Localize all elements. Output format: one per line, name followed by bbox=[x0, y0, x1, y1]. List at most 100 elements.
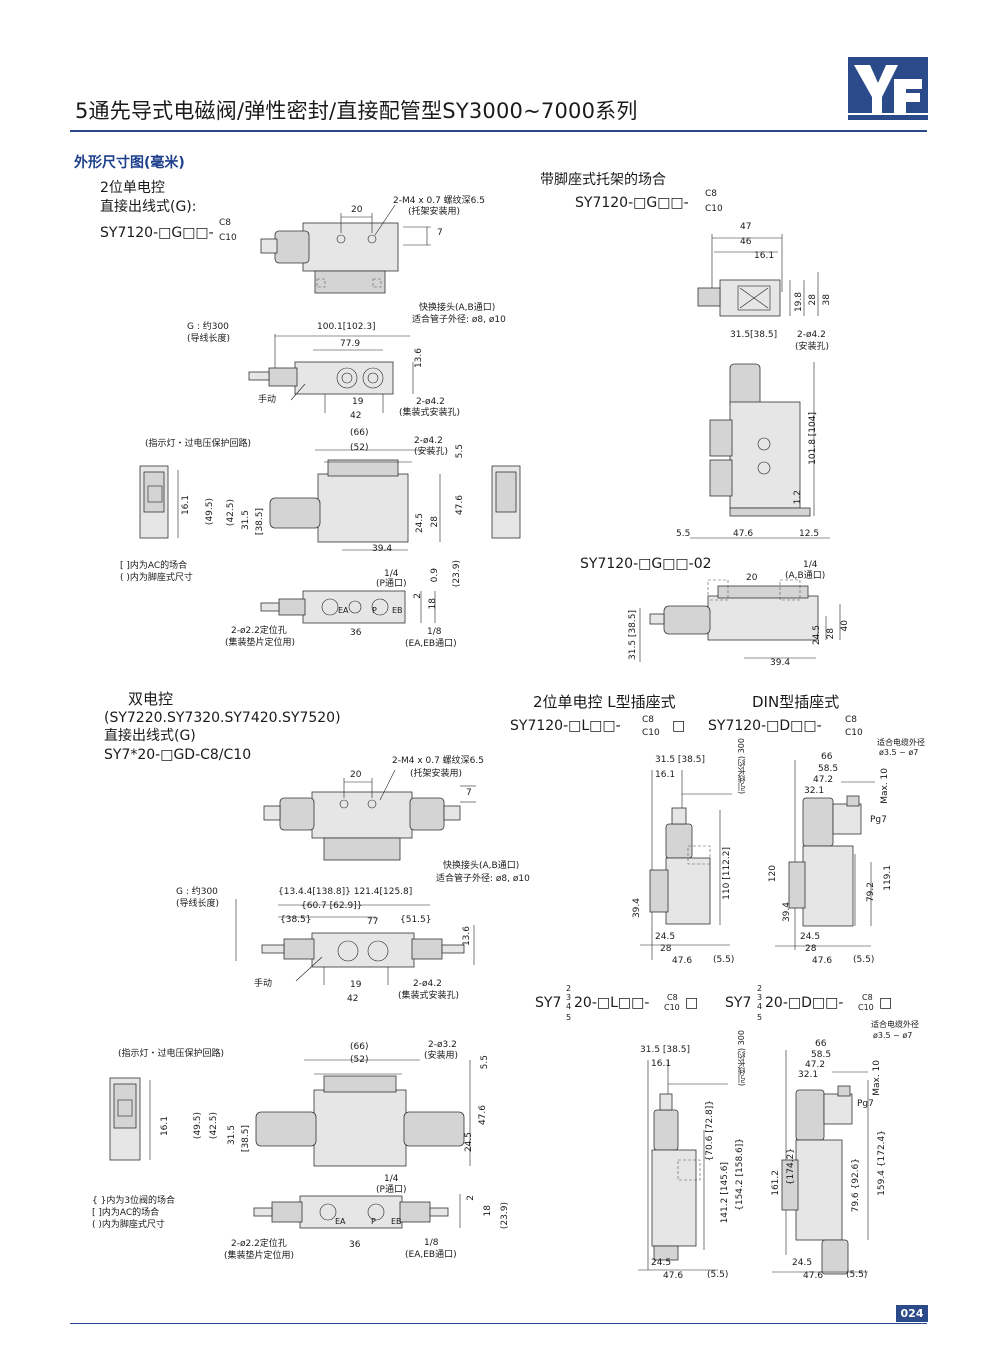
dim-5-5: 5.5 bbox=[676, 529, 691, 539]
drawing-din bbox=[775, 760, 875, 950]
dim-19: 19 bbox=[350, 980, 362, 990]
dim-47-6: 47.6 bbox=[455, 495, 465, 516]
port-eb: EB bbox=[392, 606, 403, 615]
hole-4-2: 2-ø4.2 bbox=[413, 979, 442, 989]
model-multi-din-box: □ bbox=[879, 995, 893, 1011]
dim-19: 19 bbox=[352, 397, 364, 407]
din-dim-47-2: 47.2 bbox=[813, 775, 834, 785]
note-thread-use: (托架安装用) bbox=[410, 769, 463, 779]
ml-dim-141-2: 141.2 [145.6] bbox=[720, 1162, 730, 1224]
model-multi-l-3: 3 bbox=[566, 993, 572, 1002]
model-multi-din: 20-□D□□- bbox=[765, 995, 844, 1011]
model-l-main: SY7120-□L□□- bbox=[510, 718, 621, 734]
pin-hole-note: (集装垫片定位用) bbox=[225, 638, 296, 648]
header-rule bbox=[70, 130, 927, 132]
dim-12-5: 12.5 bbox=[799, 529, 820, 539]
dim-38-5: [38.5] bbox=[255, 508, 265, 536]
dim-31-5: 31.5 bbox=[241, 510, 251, 531]
footer-rule bbox=[70, 1323, 927, 1324]
l-dim-16-1: 16.1 bbox=[655, 770, 676, 780]
port-p: P bbox=[372, 606, 377, 615]
port-ea: EA bbox=[335, 1217, 346, 1226]
ml-dim-24-5: 24.5 bbox=[651, 1258, 672, 1268]
dim-60-7: {60.7 [62.9]} bbox=[301, 901, 363, 911]
model-multi-din-prefix: SY7 bbox=[725, 995, 752, 1011]
dim-47-6: 47.6 bbox=[733, 529, 754, 539]
dim-66: (66) bbox=[350, 1042, 369, 1052]
caption-double: 双电控 bbox=[128, 690, 174, 708]
din-dim-24-5: 24.5 bbox=[800, 932, 821, 942]
dim-0-9: 0.9 bbox=[430, 568, 440, 583]
pin-hole: 2-ø2.2定位孔 bbox=[231, 1239, 287, 1249]
dim-52: (52) bbox=[350, 443, 369, 453]
dim-38-5: {38.5} bbox=[280, 915, 312, 925]
model-multi-l-4: 4 bbox=[566, 1002, 572, 1011]
model-l-sub: C10 bbox=[642, 728, 660, 738]
dim-42-5: (42.5) bbox=[226, 499, 236, 527]
drawing-single-bottom bbox=[260, 590, 436, 624]
lead-length: G : 约300 bbox=[187, 322, 229, 332]
md-dim-47-2: 47.2 bbox=[805, 1060, 826, 1070]
dim-13-6: 13.6 bbox=[462, 926, 472, 947]
fitting-1-4: 1/4 bbox=[803, 560, 818, 570]
port-p: P bbox=[371, 1217, 376, 1226]
port-eb: EB bbox=[391, 1217, 402, 1226]
note-foot: ( )内为脚座式尺寸 bbox=[120, 573, 193, 583]
caption-direct-wire: 直接出线式(G): bbox=[100, 199, 197, 215]
dim-7: 7 bbox=[437, 228, 443, 238]
md-cable: 适合电缆外径 bbox=[871, 1020, 919, 1029]
dim-42-5: (42.5) bbox=[209, 1112, 219, 1140]
model-code-main: SY7120-□G□□- bbox=[100, 225, 214, 241]
ab-port: (A,B通口) bbox=[785, 571, 826, 581]
model-din: SY7120-□D□□- bbox=[708, 718, 822, 734]
model-l-sup: C8 bbox=[642, 715, 655, 725]
pin-hole: 2-ø2.2定位孔 bbox=[231, 626, 287, 636]
din-dim-28: 28 bbox=[805, 944, 817, 954]
din-dim-58-5: 58.5 bbox=[818, 764, 839, 774]
hole-mount: (安装孔) bbox=[795, 342, 830, 352]
dim-20: 20 bbox=[746, 573, 758, 583]
dim-16-1: 16.1 bbox=[754, 251, 775, 261]
dim-38-5: [38.5] bbox=[241, 1125, 251, 1153]
dim-47: 47 bbox=[740, 222, 752, 232]
note-thread: 2-M4 x 0.7 螺纹深6.5 bbox=[392, 756, 484, 766]
model-multi-din-4: 4 bbox=[757, 1002, 763, 1011]
lead-length: G : 约300 bbox=[176, 887, 218, 897]
dim-39-4: 39.4 bbox=[372, 544, 393, 554]
dim-20: 20 bbox=[351, 205, 363, 215]
din-dim-120: 120 bbox=[768, 865, 778, 883]
p-fitting-1-4: 1/4 bbox=[384, 569, 399, 579]
ml-dim-16-1: 16.1 bbox=[651, 1059, 672, 1069]
drawing-multi-l bbox=[638, 1060, 728, 1271]
md-dim-79-6: 79.6 {92.6} bbox=[851, 1158, 861, 1213]
din-cable: 适合电缆外径 bbox=[877, 738, 925, 747]
dim-101-8: 101.8 [104] bbox=[808, 412, 818, 465]
dim-51-5: {51.5} bbox=[400, 915, 432, 925]
drawing-single-top bbox=[260, 204, 431, 294]
p-port: (P通口) bbox=[376, 579, 407, 589]
exhaust-1-8: 1/8 bbox=[427, 627, 442, 637]
dim-100-1: 100.1[102.3] bbox=[317, 322, 376, 332]
note-ac: [ ]内为AC的场合 bbox=[92, 1208, 160, 1218]
model-l: SY7120-□L□□- bbox=[510, 718, 621, 735]
note-fitting-dia: 适合管子外径: ø8, ø10 bbox=[412, 315, 506, 325]
l-dim-31-5: 31.5 [38.5] bbox=[655, 755, 705, 765]
model-foot-sup: C8 bbox=[705, 189, 718, 199]
dim-36: 36 bbox=[350, 628, 362, 638]
pin-hole-note: (集装垫片定位用) bbox=[224, 1251, 295, 1261]
note-fitting-dia: 适合管子外径: ø8, ø10 bbox=[436, 874, 530, 884]
md-dim-159-4: 159.4 {172.4} bbox=[877, 1130, 887, 1196]
l-dim-47-6: 47.6 bbox=[672, 956, 693, 966]
lead-length-note: (导线长度) bbox=[187, 334, 231, 344]
dim-2: 2 bbox=[466, 1195, 476, 1201]
exhaust-1-8: 1/8 bbox=[424, 1238, 439, 1248]
dim-40: 40 bbox=[840, 620, 850, 632]
port-ea: EA bbox=[338, 606, 349, 615]
dim-13-6: 13.6 bbox=[414, 348, 424, 369]
drawing-02 bbox=[639, 579, 841, 662]
note-thread: 2-M4 x 0.7 螺纹深6.5 bbox=[393, 196, 485, 206]
md-dim-174-2: {174.2} bbox=[786, 1148, 796, 1186]
dim-24-5: 24.5 bbox=[812, 625, 822, 646]
dim-66: (66) bbox=[350, 428, 369, 438]
l-dim-39-4: 39.4 bbox=[632, 898, 642, 919]
